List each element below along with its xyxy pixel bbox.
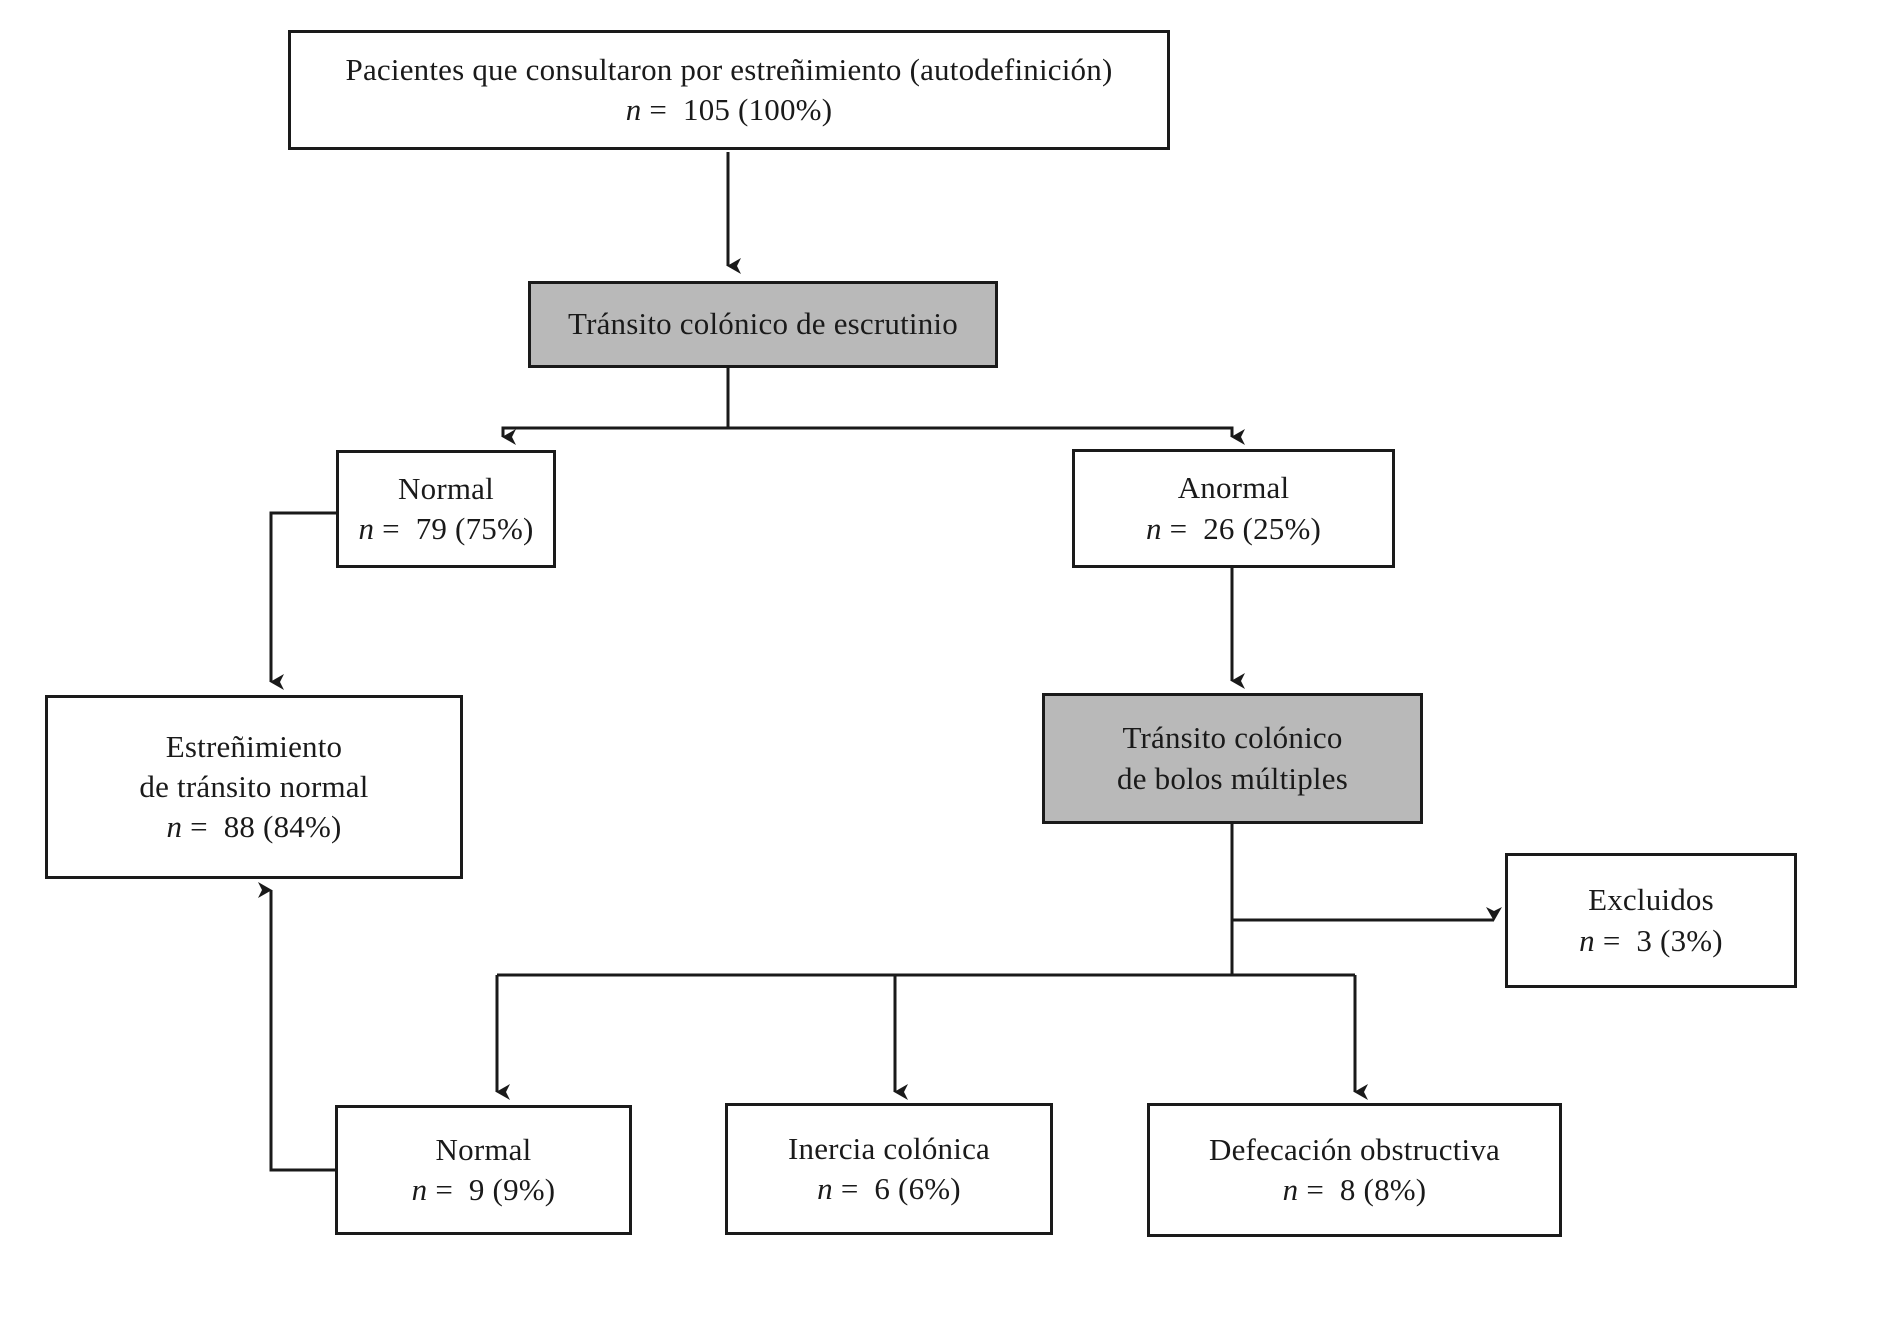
node-cohort-stat-eq: = [649,92,668,127]
node-excluded[interactable]: Excluidos n = 3 (3%) [1505,853,1797,988]
node-normal-transit[interactable]: Normal n = 79 (75%) [336,450,556,568]
node-cohort-stat: n = 105 (100%) [626,90,832,130]
node-normal-transit-constipation[interactable]: Estreñimiento de tránsito normal n = 88 … [45,695,463,879]
node-multiple-bolus-transit[interactable]: Tránsito colónico de bolos múltiples [1042,693,1423,824]
node-normal-transit-constipation-stat-value: 88 (84%) [223,809,342,845]
node-obstructed-defecation-stat-eq: = [1306,1172,1324,1207]
node-colonic-inertia-label: Inercia colónica [788,1130,990,1166]
node-bolus-normal-stat-value: 9 (9%) [468,1172,556,1207]
node-abnormal-transit[interactable]: Anormal n = 26 (25%) [1072,449,1395,568]
edge-normal-to-constipation [269,511,336,690]
node-excluded-label: Excluidos [1588,882,1714,918]
node-bolus-normal-stat-eq: = [435,1172,453,1207]
node-cohort-label: Pacientes que consultaron por estreñimie… [345,51,1113,87]
node-excluded-stat-value: 3 (3%) [1636,922,1723,958]
node-abnormal-transit-stat: n = 26 (25%) [1146,509,1321,549]
node-abnormal-transit-stat-value: 26 (25%) [1203,510,1322,546]
node-screening-transit-label: Tránsito colónico de escrutinio [568,306,958,342]
edge-bolus-normal-to-constipation [258,882,335,1172]
node-normal-transit-constipation-stat-eq: = [190,809,208,845]
node-obstructed-defecation-stat: n = 8 (8%) [1283,1170,1427,1210]
node-screening-transit[interactable]: Tránsito colónico de escrutinio [528,281,998,368]
node-excluded-stat-eq: = [1602,922,1621,958]
node-bolus-normal-label: Normal [435,1131,532,1167]
edge-screening-bus [501,368,730,437]
node-abnormal-transit-stat-eq: = [1169,510,1188,546]
node-bolus-normal-stat: n = 9 (9%) [412,1170,556,1210]
node-colonic-inertia-stat-var: n [817,1171,833,1206]
node-normal-transit-constipation-label-2: de tránsito normal [139,768,369,804]
node-abnormal-transit-stat-var: n [1145,510,1162,546]
node-normal-transit-constipation-stat: n = 88 (84%) [166,807,341,847]
node-colonic-inertia[interactable]: Inercia colónica n = 6 (6%) [725,1103,1053,1235]
node-normal-transit-label: Normal [398,470,494,506]
node-bolus-normal[interactable]: Normal n = 9 (9%) [335,1105,632,1235]
node-obstructed-defecation[interactable]: Defecación obstructiva n = 8 (8%) [1147,1103,1562,1237]
node-normal-transit-constipation-label-1: Estreñimiento [165,728,343,764]
node-obstructed-defecation-stat-value: 8 (8%) [1339,1172,1427,1207]
node-cohort[interactable]: Pacientes que consultaron por estreñimie… [288,30,1170,150]
node-cohort-stat-var: n [625,92,642,127]
node-obstructed-defecation-label: Defecación obstructiva [1208,1131,1500,1167]
node-normal-transit-stat: n = 79 (75%) [358,509,533,549]
node-excluded-stat-var: n [1579,922,1595,958]
node-colonic-inertia-stat-value: 6 (6%) [874,1171,961,1206]
node-abnormal-transit-label: Anormal [1177,470,1290,506]
node-multiple-bolus-transit-label-1: Tránsito colónico [1122,720,1343,756]
node-colonic-inertia-stat: n = 6 (6%) [817,1169,961,1209]
node-obstructed-defecation-stat-var: n [1282,1172,1299,1207]
node-cohort-stat-value: 105 (100%) [683,92,833,127]
node-normal-transit-constipation-stat-var: n [166,809,183,845]
edge-screening-bus-right [728,426,1234,437]
node-normal-transit-stat-eq: = [382,511,400,546]
node-excluded-stat: n = 3 (3%) [1579,921,1723,961]
node-normal-transit-stat-value: 79 (75%) [415,511,534,546]
node-normal-transit-stat-var: n [358,511,375,546]
node-colonic-inertia-stat-eq: = [840,1171,859,1206]
node-bolus-normal-stat-var: n [411,1172,428,1207]
node-multiple-bolus-transit-label-2: de bolos múltiples [1117,760,1348,796]
